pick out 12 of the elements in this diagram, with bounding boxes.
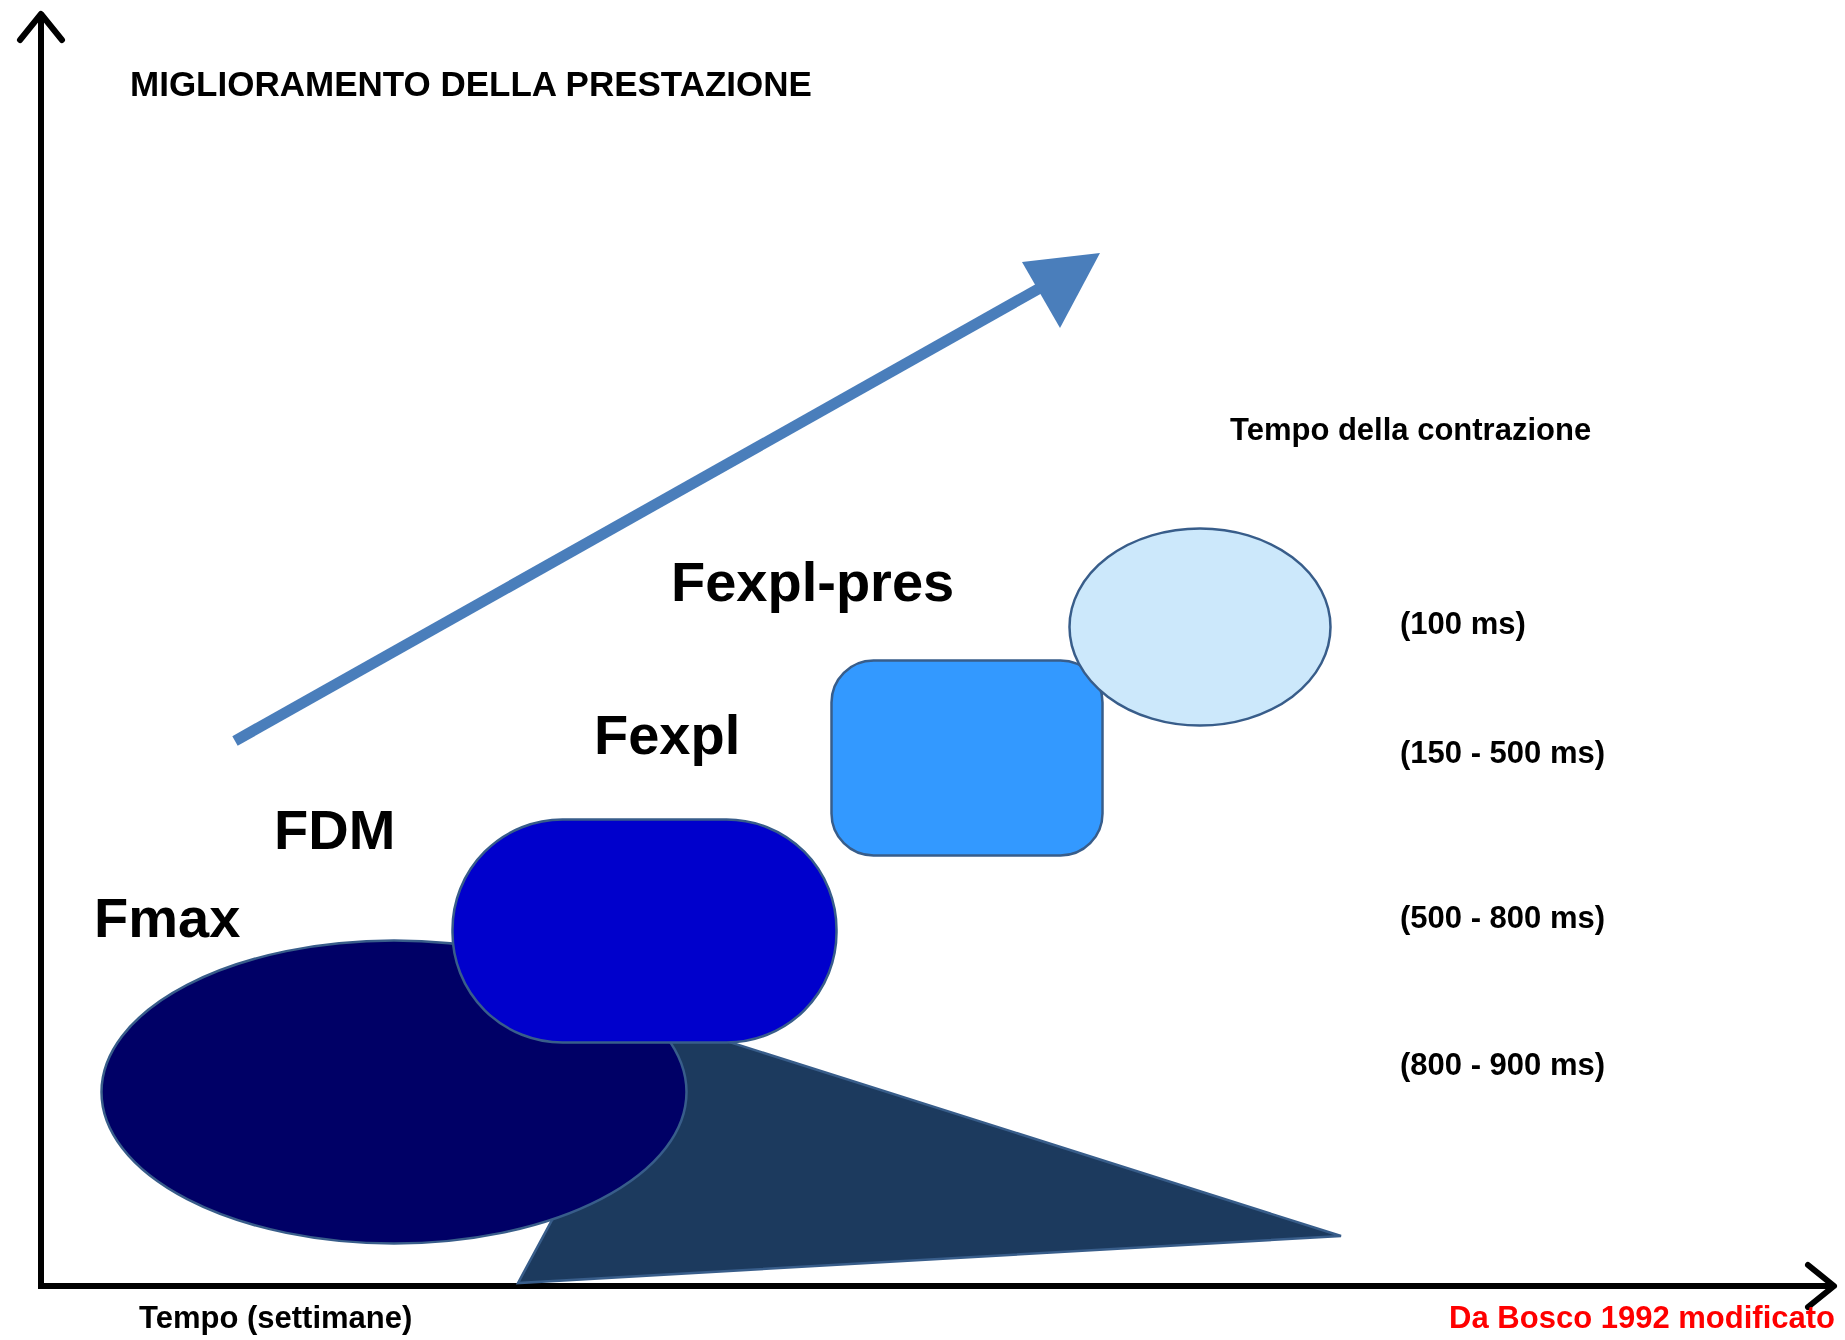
column-heading: Tempo della contrazione [1230, 412, 1592, 448]
shape-label: Fexpl-pres [671, 549, 955, 614]
time-label: (500 - 800 ms) [1400, 900, 1606, 936]
shape-label: Fmax [94, 885, 241, 950]
time-label: (800 - 900 ms) [1400, 1047, 1606, 1083]
axis-label: Tempo (settimane) [139, 1300, 413, 1336]
time-label: (100 ms) [1400, 606, 1526, 642]
time-label: (150 - 500 ms) [1400, 735, 1606, 771]
shape-label: Fexpl [594, 702, 741, 767]
source-note: Da Bosco 1992 modificato [1449, 1300, 1835, 1336]
axis-title: MIGLIORAMENTO DELLA PRESTAZIONE [130, 64, 812, 105]
shape-label: FDM [274, 797, 396, 862]
